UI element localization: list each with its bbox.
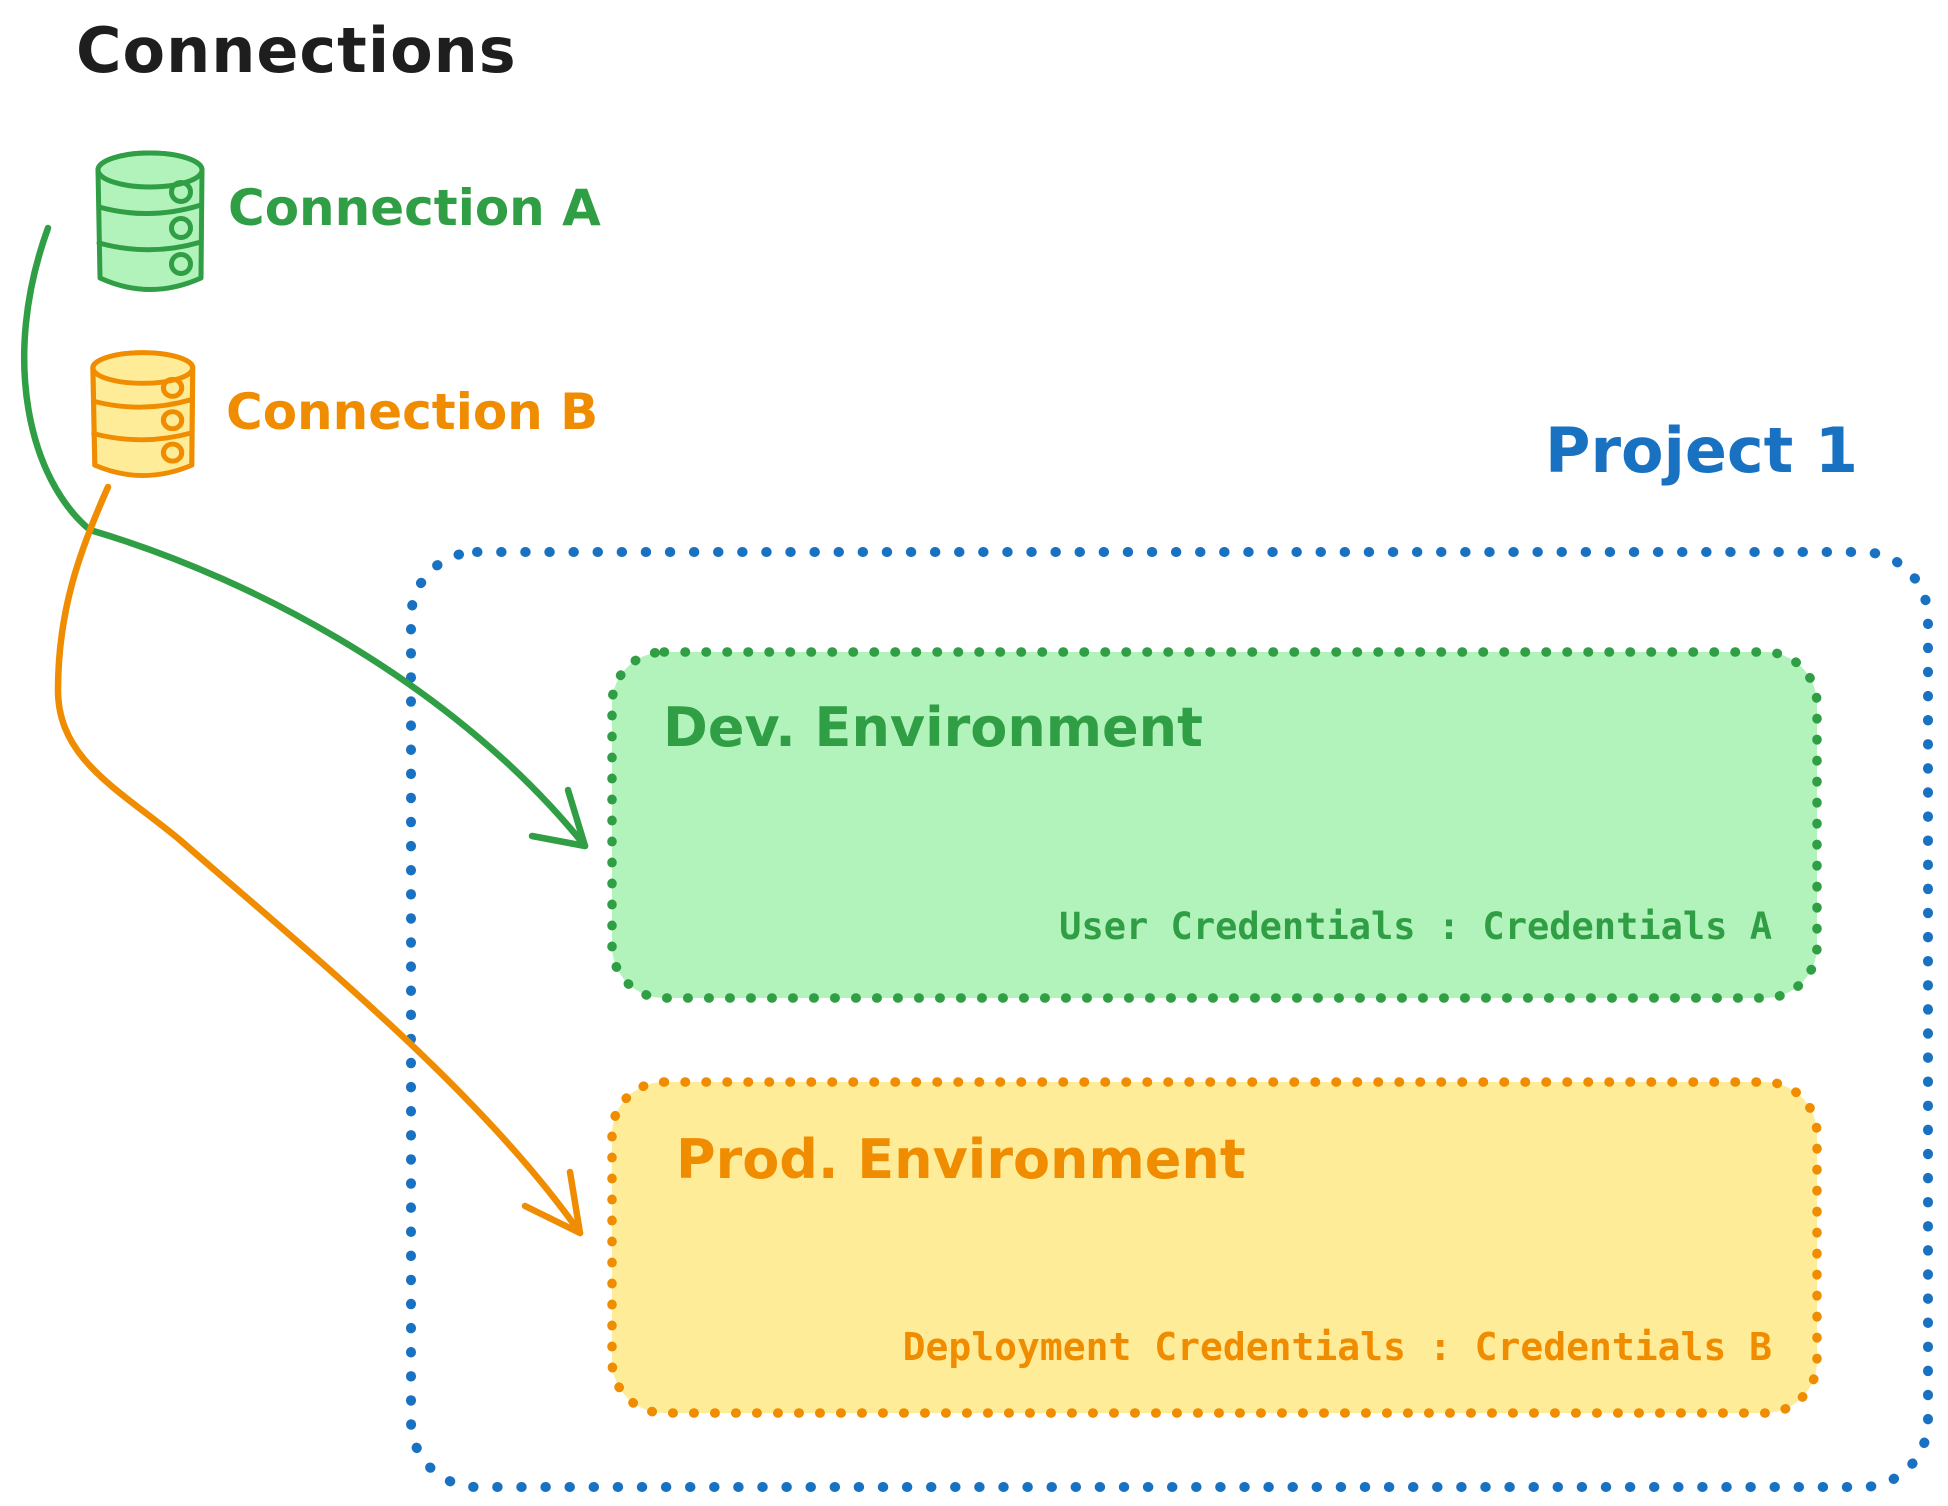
- arrowhead-icon: [528, 786, 589, 850]
- database-icon-connection-b: [90, 350, 196, 478]
- prod-environment-title: Prod. Environment: [676, 1128, 1246, 1191]
- dev-environment-title: Dev. Environment: [663, 696, 1203, 759]
- arrow-connection-a-to-dev: [21, 224, 589, 850]
- dev-environment-box: [607, 647, 1822, 1003]
- arrowhead-icon: [521, 1168, 584, 1237]
- database-icon-connection-a: [95, 150, 205, 292]
- connections-panel-title: Connections: [76, 14, 517, 87]
- prod-environment-box: [607, 1077, 1822, 1418]
- project-title: Project 1: [1545, 414, 1859, 487]
- arrow-connection-b-to-prod: [54, 483, 584, 1237]
- project-box: [406, 547, 1933, 1492]
- connection-b-label: Connection B: [226, 383, 599, 441]
- dev-environment-credentials: User Credentials : Credentials A: [1059, 905, 1772, 948]
- connection-a-label: Connection A: [228, 179, 601, 237]
- prod-environment-credentials: Deployment Credentials : Credentials B: [902, 1325, 1772, 1369]
